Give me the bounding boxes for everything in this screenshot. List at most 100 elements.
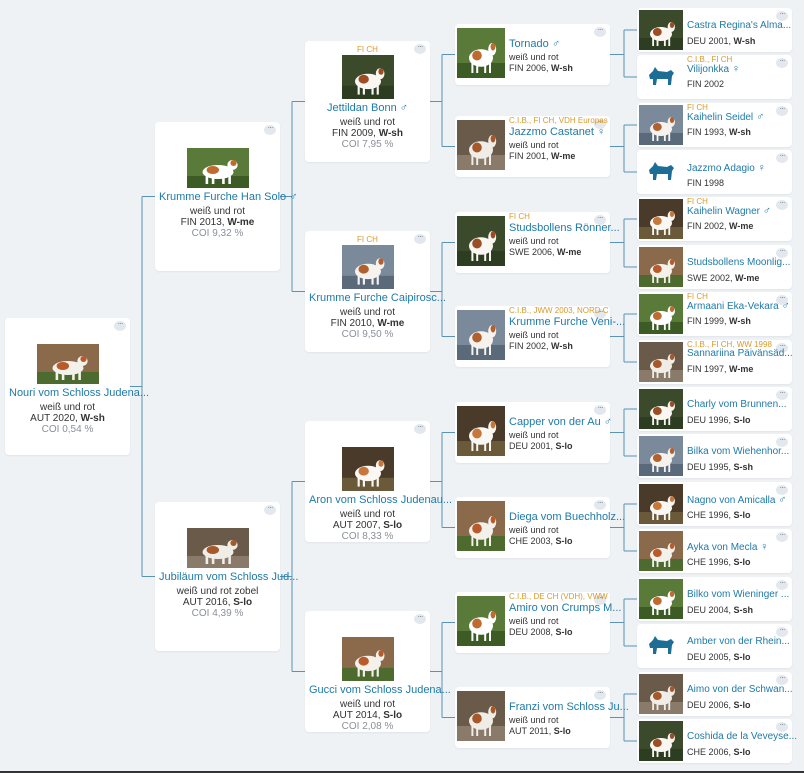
dog-photo[interactable] [639,484,683,524]
dog-name-link[interactable]: Tornado ♂ [509,38,607,50]
more-options-button[interactable]: ··· [776,152,788,163]
more-options-button[interactable]: ··· [776,626,788,637]
dog-photo[interactable] [457,406,505,456]
ancestor-card[interactable]: ··· Amber von der Rhein...DEU 2005, S-lo [637,624,792,668]
more-options-button[interactable]: ··· [776,531,788,542]
dog-name-link[interactable]: Nouri vom Schloss Judena... [9,387,149,399]
more-options-button[interactable]: ··· [414,423,426,434]
dog-name-link[interactable]: Sannariina Päivänsäd... [687,348,793,359]
dog-name-link[interactable]: Jubiläum vom Schloss Jud... [159,571,298,583]
dog-name-link[interactable]: Krumme Furche Han Solo ♂ [159,191,297,203]
dog-name-link[interactable]: Coshida de la Veveyse... [687,731,797,742]
dog-name-link[interactable]: Studsbollens Moonlig... [687,257,790,268]
dog-name-link[interactable]: Jazzmo Adagio ♀ [687,162,787,174]
dog-photo[interactable] [186,528,249,568]
dog-name-link[interactable]: Bilko vom Wieninger ... [687,589,789,600]
more-options-button[interactable]: ··· [776,389,788,400]
more-options-button[interactable]: ··· [114,320,126,331]
dog-photo[interactable] [341,55,394,99]
more-options-button[interactable]: ··· [414,43,426,54]
dog-name-link[interactable]: Bilka vom Wiehenhor... [687,446,789,457]
dog-name-link[interactable]: Amiro von Crumps M... [509,602,621,614]
more-options-button[interactable]: ··· [414,233,426,244]
ancestor-card[interactable]: ··· Charly vom Brunnen...DEU 1996, S-lo [637,387,792,431]
grandparent-card[interactable]: ···FI CH Krumme Furche Caipirosc...weiß … [305,231,446,352]
dog-name-link[interactable]: Ayka von Mecla ♀ [687,541,787,553]
dog-name-link[interactable]: Capper von der Au ♂ [509,416,612,428]
dog-photo[interactable] [639,247,683,287]
dog-name-link[interactable]: Aimo von der Schwan... [687,684,793,695]
dog-name-link[interactable]: Kaihelin Wagner ♂ [687,205,787,217]
dog-photo[interactable] [457,28,505,78]
parent-card[interactable]: ··· Krumme Furche Han Solo ♂weiß und rot… [155,122,297,271]
ancestor-card[interactable]: ··· Bilka vom Wiehenhor...DEU 1995, S-sh [637,434,792,478]
more-options-button[interactable]: ··· [594,689,606,700]
ancestor-card[interactable]: ··· Castra Regina's Alma...DEU 2001, W-s… [637,8,792,52]
dog-name-link[interactable]: Castra Regina's Alma... [687,20,791,31]
dog-photo[interactable] [341,447,394,491]
ancestor-card[interactable]: ··· Franzi vom Schloss Ju...weiß und rot… [455,687,629,748]
dog-placeholder-icon[interactable] [639,57,683,97]
more-options-button[interactable]: ··· [776,294,788,305]
ancestor-card[interactable]: ··· Nagno von Amicalla ♂CHE 1996, S-lo [637,482,792,526]
dog-photo[interactable] [639,199,683,239]
dog-name-link[interactable]: Franzi vom Schloss Ju... [509,701,629,713]
dog-photo[interactable] [639,342,683,382]
more-options-button[interactable]: ··· [776,721,788,732]
dog-photo[interactable] [341,637,394,681]
more-options-button[interactable]: ··· [776,10,788,21]
ancestor-card[interactable]: ··· Coshida de la Veveyse...CHE 2006, S-… [637,719,797,763]
more-options-button[interactable]: ··· [594,499,606,510]
more-options-button[interactable]: ··· [776,484,788,495]
dog-photo[interactable] [639,436,683,476]
dog-name-link[interactable]: Krumme Furche Veni-... [509,316,625,328]
more-options-button[interactable]: ··· [264,504,276,515]
more-options-button[interactable]: ··· [594,308,606,319]
dog-photo[interactable] [457,310,505,360]
dog-name-link[interactable]: Amber von der Rhein... [687,636,790,647]
more-options-button[interactable]: ··· [776,674,788,685]
dog-photo[interactable] [639,721,683,761]
more-options-button[interactable]: ··· [594,118,606,129]
dog-photo[interactable] [457,501,505,551]
dog-name-link[interactable]: Jettildan Bonn ♂ [309,102,426,114]
more-options-button[interactable]: ··· [264,124,276,135]
dog-photo[interactable] [639,10,683,50]
more-options-button[interactable]: ··· [594,26,606,37]
dog-photo[interactable] [639,105,683,145]
dog-photo[interactable] [457,691,505,741]
dog-photo[interactable] [457,216,505,266]
dog-name-link[interactable]: Charly vom Brunnen... [687,399,787,410]
more-options-button[interactable]: ··· [776,105,788,116]
dog-name-link[interactable]: Gucci vom Schloss Judena... [309,684,451,696]
dog-photo[interactable] [639,294,683,334]
dog-photo[interactable] [639,531,683,571]
grandparent-card[interactable]: ··· Aron vom Schloss Judenau...weiß und … [305,421,452,542]
dog-name-link[interactable]: Diega vom Buechholz... [509,511,625,523]
dog-photo[interactable] [457,596,505,646]
ancestor-card[interactable]: ··· Bilko vom Wieninger ...DEU 2004, S-s… [637,577,792,621]
dog-photo[interactable] [639,389,683,429]
dog-photo[interactable] [457,120,505,170]
more-options-button[interactable]: ··· [414,613,426,624]
dog-placeholder-icon[interactable] [639,152,683,192]
dog-name-link[interactable]: Jazzmo Castanet ♀ [509,126,607,138]
more-options-button[interactable]: ··· [594,214,606,225]
grandparent-card[interactable]: ··· Gucci vom Schloss Judena...weiß und … [305,611,451,732]
dog-name-link[interactable]: Kaihelin Seidel ♂ [687,111,787,123]
dog-name-link[interactable]: Vilijonkka ♀ [687,63,787,75]
subject-dog-card[interactable]: ··· Nouri vom Schloss Judena...weiß und … [5,318,149,455]
ancestor-card[interactable]: ··· Jazzmo Adagio ♀FIN 1998 [637,150,792,194]
more-options-button[interactable]: ··· [776,436,788,447]
dog-placeholder-icon[interactable] [639,626,683,666]
